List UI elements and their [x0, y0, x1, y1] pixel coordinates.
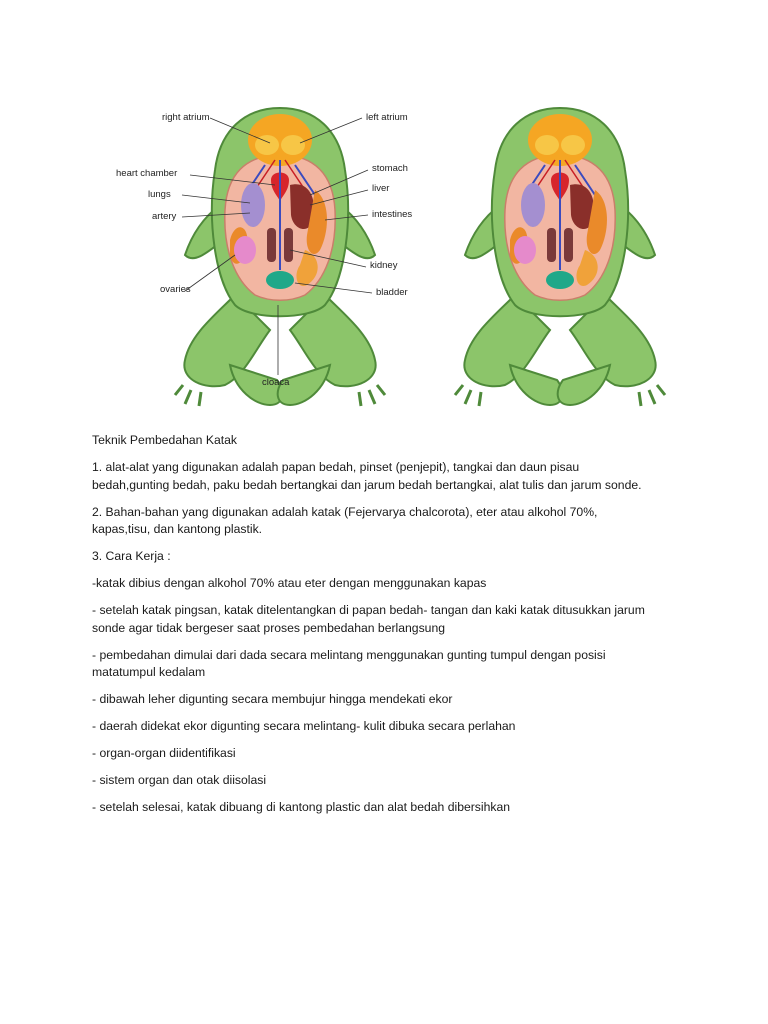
label-heart-chamber: heart chamber — [116, 168, 177, 179]
label-stomach: stomach — [372, 163, 408, 174]
document-title: Teknik Pembedahan Katak — [92, 432, 652, 450]
label-left-atrium: left atrium — [366, 112, 408, 123]
unlabeled-frog-diagram — [455, 108, 665, 406]
procedure-text: Teknik Pembedahan Katak 1. alat-alat yan… — [92, 432, 652, 826]
label-cloaca: cloaca — [262, 377, 289, 388]
procedure-step: - sistem organ dan otak diisolasi — [92, 772, 652, 790]
label-kidney: kidney — [370, 260, 397, 271]
paragraph-materials: 2. Bahan-bahan yang digunakan adalah kat… — [92, 504, 652, 539]
procedure-step: - setelah selesai, katak dibuang di kant… — [92, 799, 652, 817]
procedure-step: - organ-organ diidentifikasi — [92, 745, 652, 763]
procedure-step: - setelah katak pingsan, katak ditelenta… — [92, 602, 652, 637]
procedure-step: - dibawah leher digunting secara membuju… — [92, 691, 652, 709]
frog-illustrations — [100, 95, 700, 415]
label-artery: artery — [152, 211, 176, 222]
label-bladder: bladder — [376, 287, 408, 298]
label-liver: liver — [372, 183, 389, 194]
label-intestines: intestines — [372, 209, 412, 220]
label-right-atrium: right atrium — [162, 112, 210, 123]
procedure-step: - daerah didekat ekor digunting secara m… — [92, 718, 652, 736]
label-ovaries: ovaries — [160, 284, 191, 295]
paragraph-procedure-heading: 3. Cara Kerja : — [92, 548, 652, 566]
procedure-step: - pembedahan dimulai dari dada secara me… — [92, 647, 652, 682]
label-lungs: lungs — [148, 189, 171, 200]
frog-anatomy-figure: right atrium left atrium heart chamber s… — [100, 95, 700, 415]
paragraph-tools: 1. alat-alat yang digunakan adalah papan… — [92, 459, 652, 494]
labeled-frog-diagram — [175, 108, 385, 406]
procedure-step: -katak dibius dengan alkohol 70% atau et… — [92, 575, 652, 593]
